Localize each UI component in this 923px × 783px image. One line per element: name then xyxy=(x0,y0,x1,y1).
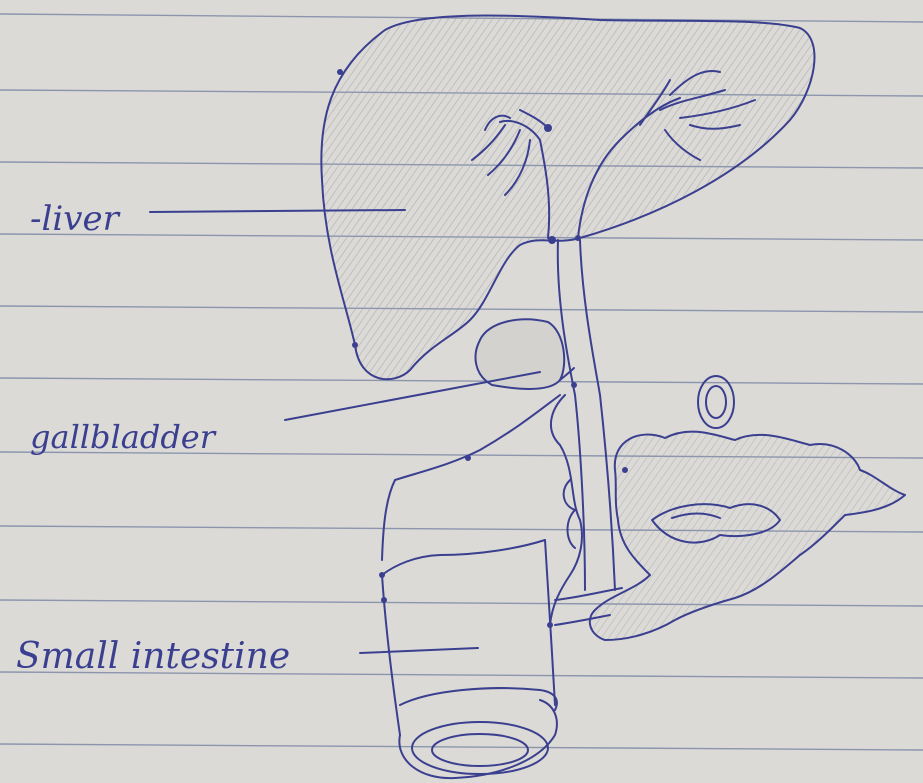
small-intestine-rim xyxy=(400,688,557,710)
ink-dot xyxy=(571,382,577,388)
ink-dot xyxy=(381,597,387,603)
gallbladder-shape xyxy=(476,319,565,389)
ink-dot xyxy=(544,124,552,132)
label-gallbladder: gallbladder xyxy=(30,418,217,456)
small-intestine-lumen xyxy=(432,734,528,766)
small-intestine-upper xyxy=(382,540,545,575)
common-bile-duct xyxy=(558,240,585,590)
ink-dot xyxy=(465,455,471,461)
ink-dot xyxy=(548,236,556,244)
ruled-line xyxy=(0,744,923,750)
ink-dot xyxy=(575,235,581,241)
ink-dot xyxy=(379,572,385,578)
ink-dot xyxy=(352,342,358,348)
small-intestine-upper xyxy=(382,395,560,560)
gallbladder-leader-line xyxy=(285,372,540,420)
liver-shape xyxy=(321,16,814,380)
spleen-shape xyxy=(698,376,734,428)
duodenum-wall xyxy=(550,395,582,625)
ruled-line xyxy=(0,600,923,606)
common-bile-duct xyxy=(580,240,615,590)
ink-dot xyxy=(622,467,628,473)
ruled-line xyxy=(0,378,923,384)
small-intestine-leader-line xyxy=(360,648,478,653)
label-small-intestine: Small intestine xyxy=(16,636,290,677)
ink-dot xyxy=(547,622,553,628)
spleen-shape xyxy=(706,386,726,418)
label-liver: -liver xyxy=(30,199,121,239)
ink-dot xyxy=(337,69,343,75)
